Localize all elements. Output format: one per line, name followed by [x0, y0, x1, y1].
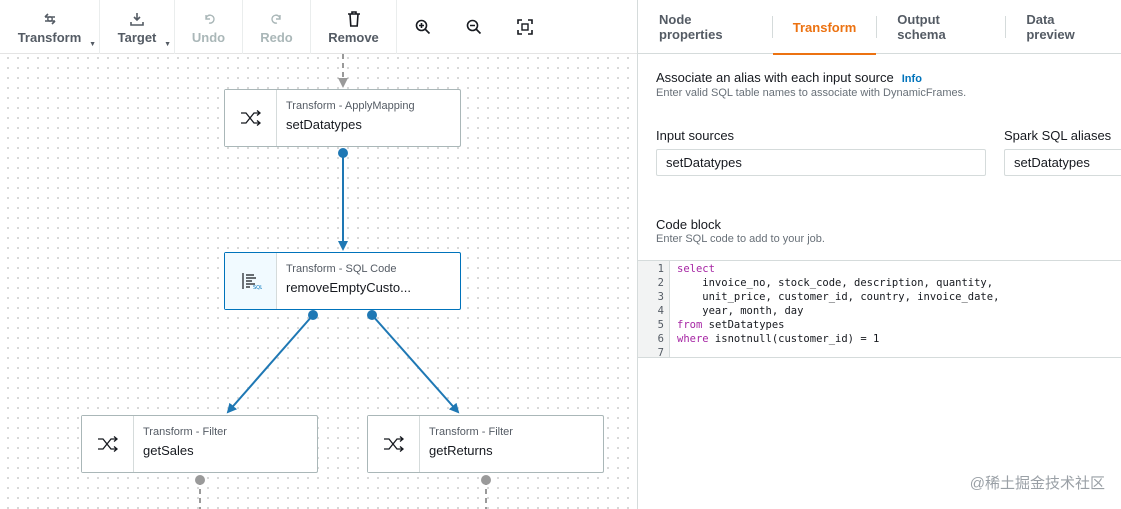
- fit-view-icon: [516, 19, 533, 35]
- zoom-in-icon: [415, 19, 430, 35]
- redo-label: Redo: [260, 29, 293, 45]
- input-sources-field[interactable]: setDatatypes: [656, 149, 986, 176]
- node-type: Transform - Filter: [143, 426, 227, 438]
- node-sql-code[interactable]: SQL Transform - SQL Code removeEmptyCust…: [224, 252, 461, 310]
- tab-node-properties[interactable]: Node properties: [659, 12, 723, 42]
- caret-down-icon: ▼: [89, 41, 96, 48]
- info-link[interactable]: Info: [901, 73, 922, 85]
- zoom-in-button[interactable]: [397, 0, 448, 54]
- edge-sql-getreturns: [371, 314, 460, 414]
- node-details-panel: Node properties Transform Output schema …: [637, 0, 1121, 509]
- shuffle-icon: [82, 416, 134, 472]
- tab-divider: [771, 15, 773, 38]
- remove-label: Remove: [328, 29, 379, 45]
- code-line: 4 year, month, day: [657, 305, 804, 317]
- target-icon: [129, 10, 145, 28]
- transform-icon: [42, 10, 58, 28]
- node-type: Transform - SQL Code: [286, 263, 397, 275]
- workflow-canvas[interactable]: Transform ▼ Target ▼ Undo Redo: [0, 0, 637, 509]
- trash-icon: [347, 10, 361, 28]
- input-sources-label: Input sources: [656, 128, 735, 143]
- tab-transform[interactable]: Transform: [772, 0, 877, 55]
- remove-button[interactable]: Remove: [311, 0, 397, 54]
- undo-icon: [203, 10, 215, 28]
- undo-button[interactable]: Undo: [175, 0, 243, 54]
- node-setdatatypes[interactable]: Transform - ApplyMapping setDatatypes: [224, 89, 461, 147]
- zoom-out-icon: [466, 19, 481, 35]
- alias-hint: Enter valid SQL table names to associate…: [656, 87, 967, 99]
- line-gutter: [638, 261, 670, 357]
- redo-icon: [270, 10, 283, 28]
- shuffle-icon: [225, 90, 277, 146]
- node-type: Transform - ApplyMapping: [286, 100, 415, 112]
- node-getsales[interactable]: Transform - Filter getSales: [81, 415, 318, 473]
- alias-heading: Associate an alias with each input sourc…: [656, 70, 922, 85]
- code-line: 3 unit_price, customer_id, country, invo…: [657, 291, 1000, 303]
- transform-menu-label: Transform: [17, 29, 82, 45]
- edge-layer: [195, 54, 491, 509]
- zoom-out-button[interactable]: [448, 0, 499, 54]
- tab-divider: [1005, 15, 1007, 38]
- code-line: 7: [657, 347, 664, 359]
- fit-view-button[interactable]: [499, 0, 550, 54]
- canvas-toolbar: Transform ▼ Target ▼ Undo Redo: [0, 0, 637, 54]
- aliases-label: Spark SQL aliases: [1004, 128, 1112, 143]
- svg-text:SQL: SQL: [253, 285, 262, 291]
- alias-input[interactable]: setDatatypes: [1004, 149, 1121, 176]
- transform-menu-button[interactable]: Transform ▼: [0, 0, 100, 54]
- caret-down-icon: ▼: [164, 41, 171, 48]
- edge-sql-getsales: [226, 314, 314, 414]
- undo-label: Undo: [191, 29, 226, 45]
- tab-data-preview[interactable]: Data preview: [1026, 12, 1075, 42]
- tab-output-schema[interactable]: Output schema: [897, 12, 946, 42]
- alias-heading-text: Associate an alias with each input sourc…: [656, 70, 894, 85]
- watermark: @稀土掘金技术社区: [969, 475, 1105, 492]
- panel-tabs: Node properties Transform Output schema …: [638, 0, 1121, 55]
- sql-icon: SQL: [225, 253, 277, 309]
- node-name: setDatatypes: [286, 117, 362, 132]
- tab-divider: [876, 15, 878, 38]
- code-line: 2 invoice_no, stock_code, description, q…: [657, 277, 994, 289]
- target-menu-button[interactable]: Target ▼: [100, 0, 175, 54]
- node-getreturns[interactable]: Transform - Filter getReturns: [367, 415, 604, 473]
- node-type: Transform - Filter: [429, 426, 513, 438]
- node-name: getSales: [143, 443, 194, 458]
- target-menu-label: Target: [117, 29, 157, 45]
- code-block-heading: Code block: [656, 217, 722, 232]
- node-name: removeEmptyCusto...: [286, 280, 411, 295]
- shuffle-icon: [368, 416, 420, 472]
- code-block-hint: Enter SQL code to add to your job.: [656, 233, 825, 245]
- node-name: getReturns: [429, 443, 493, 458]
- redo-button[interactable]: Redo: [243, 0, 311, 54]
